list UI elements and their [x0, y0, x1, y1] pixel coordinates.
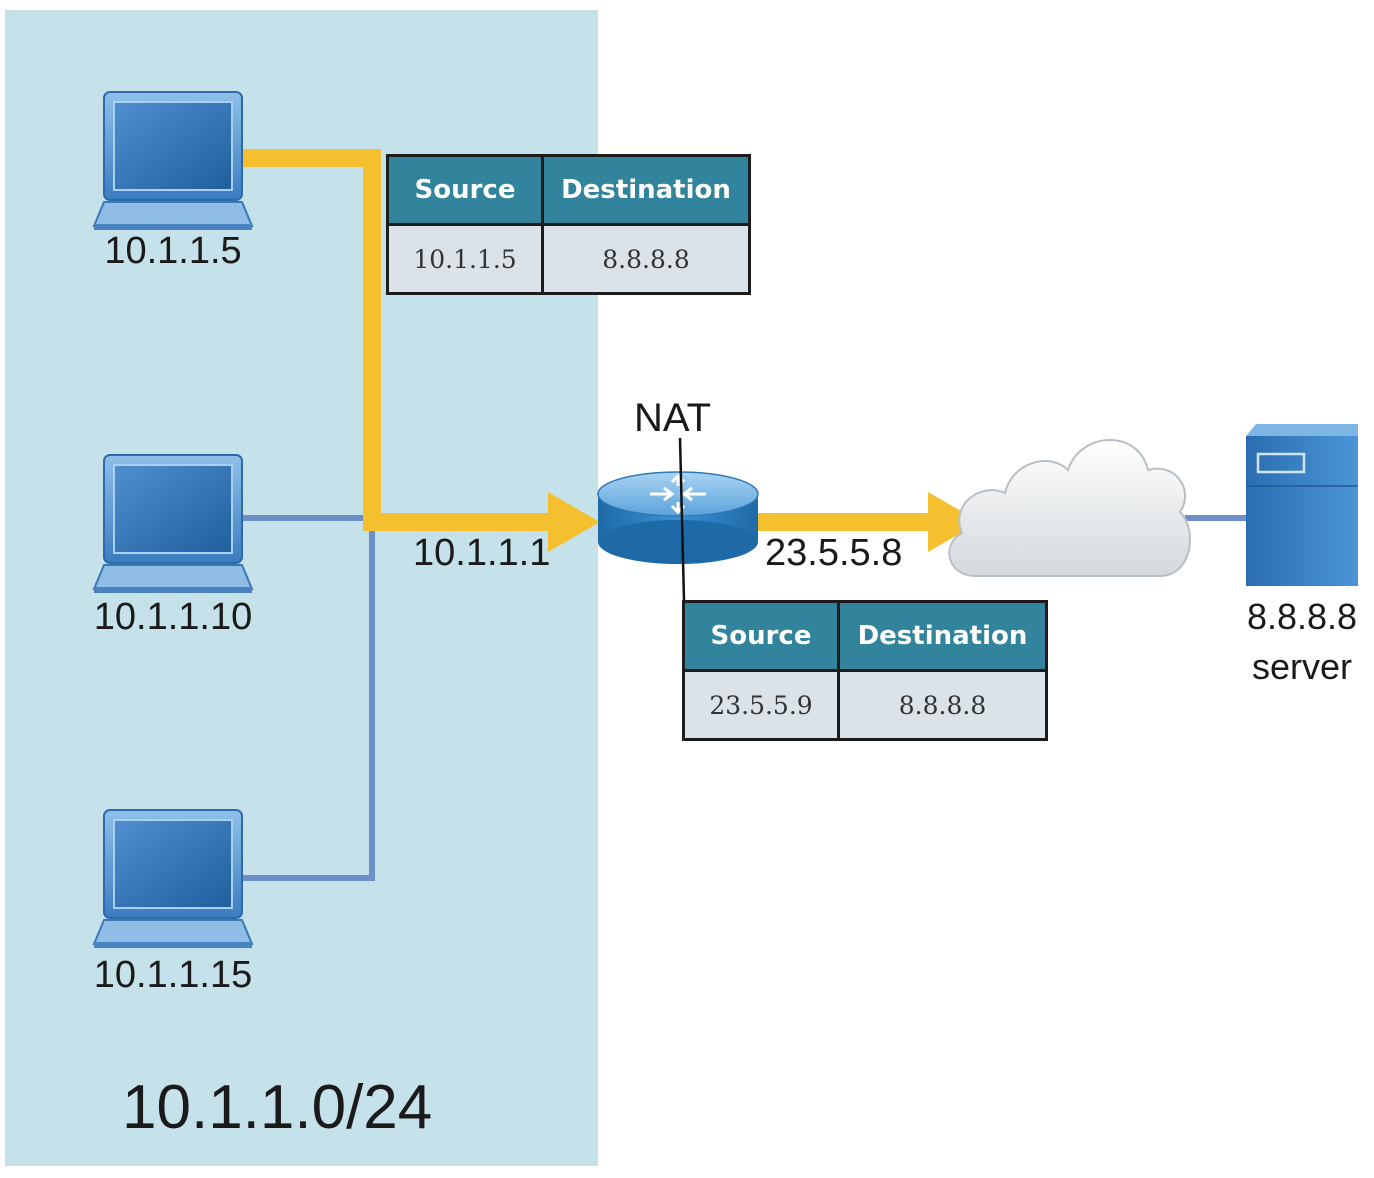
- flow-path-inside: [240, 149, 555, 531]
- cloud-icon: [948, 439, 1192, 577]
- traffic-flow: [240, 149, 980, 552]
- table-cell-destination: 8.8.8.8: [541, 223, 751, 295]
- server-icon: [1246, 424, 1358, 586]
- subnet-label: 10.1.1.0/24: [122, 1073, 433, 1142]
- flow-arrowhead-inside: [548, 492, 600, 552]
- router-outside-ip: 23.5.5.8: [765, 532, 903, 574]
- router-icon: [597, 471, 759, 564]
- server-ip-label: 8.8.8.8: [1246, 596, 1358, 637]
- host-ip-label: 10.1.1.10: [93, 596, 253, 638]
- network-links: [240, 515, 1252, 881]
- link-host-10-1-1-15: [240, 518, 375, 881]
- table-header-destination: Destination: [837, 600, 1048, 672]
- table-cell-source: 23.5.5.9: [682, 669, 840, 741]
- packet-table-inside: Source Destination 10.1.1.5 8.8.8.8: [386, 154, 751, 295]
- packet-table-outside: Source Destination 23.5.5.9 8.8.8.8: [682, 600, 1048, 741]
- laptop-icon: [92, 454, 254, 593]
- laptop-icon: [92, 809, 254, 948]
- host-ip-label: 10.1.1.5: [104, 230, 242, 272]
- nat-boundary-line: [678, 437, 686, 601]
- nat-label: NAT: [634, 396, 712, 440]
- host-ip-label: 10.1.1.15: [93, 954, 253, 996]
- server-name-label: server: [1251, 646, 1353, 687]
- table-cell-source: 10.1.1.5: [386, 223, 544, 295]
- table-header-source: Source: [386, 154, 544, 226]
- router-inside-ip: 10.1.1.1: [413, 532, 551, 574]
- table-header-destination: Destination: [541, 154, 751, 226]
- laptop-icon: [92, 91, 254, 230]
- table-cell-destination: 8.8.8.8: [837, 669, 1048, 741]
- table-header-source: Source: [682, 600, 840, 672]
- flow-arrowhead-outside: [928, 492, 980, 552]
